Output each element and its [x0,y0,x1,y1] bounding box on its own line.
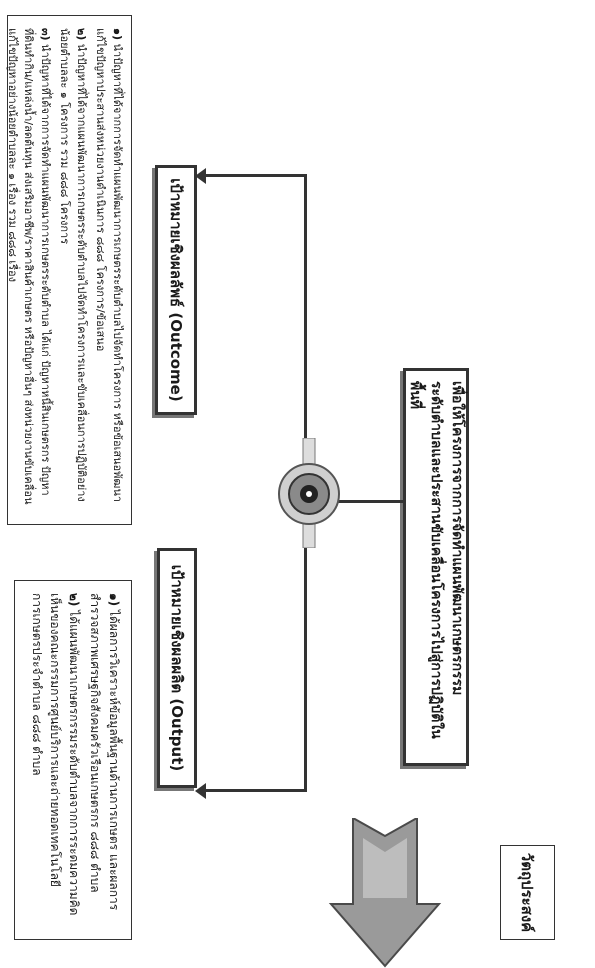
big-double-arrow-icon [328,818,442,968]
goal-line-2: ระดับตำบลและประสานขับเคลื่อนโครงการไปสู่… [407,381,445,739]
outcome-item-1: ๑) นำปัญหาที่ได้จากการจัดทำแผนพัฒนาการเก… [94,28,125,503]
objective-label: วัตถุประสงค์ [500,845,555,940]
output-details: ๑) ได้ผลการวิเคราะห์ข้อมูลพื้นฐานด้านการ… [14,580,132,940]
output-item-1: ๑) ได้ผลการวิเคราะห์ข้อมูลพื้นฐานด้านการ… [88,593,121,911]
output-heading: เป้าหมายเชิงผลผลิต (Output) [157,548,197,788]
outcome-item-2: ๒) นำปัญหาที่ได้จากแผนพัฒนาการเกษตรระดับ… [58,28,89,502]
output-item-2: ๒) ได้แผนพัฒนาเกษตรกรรมระดับตำบลจากการระ… [29,593,81,916]
outcome-item-3: ๓) นำปัญหาที่ได้จากการจัดทำแผนพัฒนาการเก… [6,28,52,505]
connector-to-outcome [202,174,307,177]
outcome-heading: เป้าหมายเชิงผลลัพธ์ (Outcome) [155,165,197,415]
goal-box: เพื่อให้โครงการจากการจัดทำแผนพัฒนาเกษตรก… [403,368,469,766]
connector-to-output [202,789,307,792]
gear-hub-icon [278,438,340,548]
goal-line-1: เพื่อให้โครงการจากการจัดทำแผนพัฒนาเกษตรก… [449,381,466,696]
outcome-details: ๑) นำปัญหาที่ได้จากการจัดทำแผนพัฒนาการเก… [6,15,132,525]
